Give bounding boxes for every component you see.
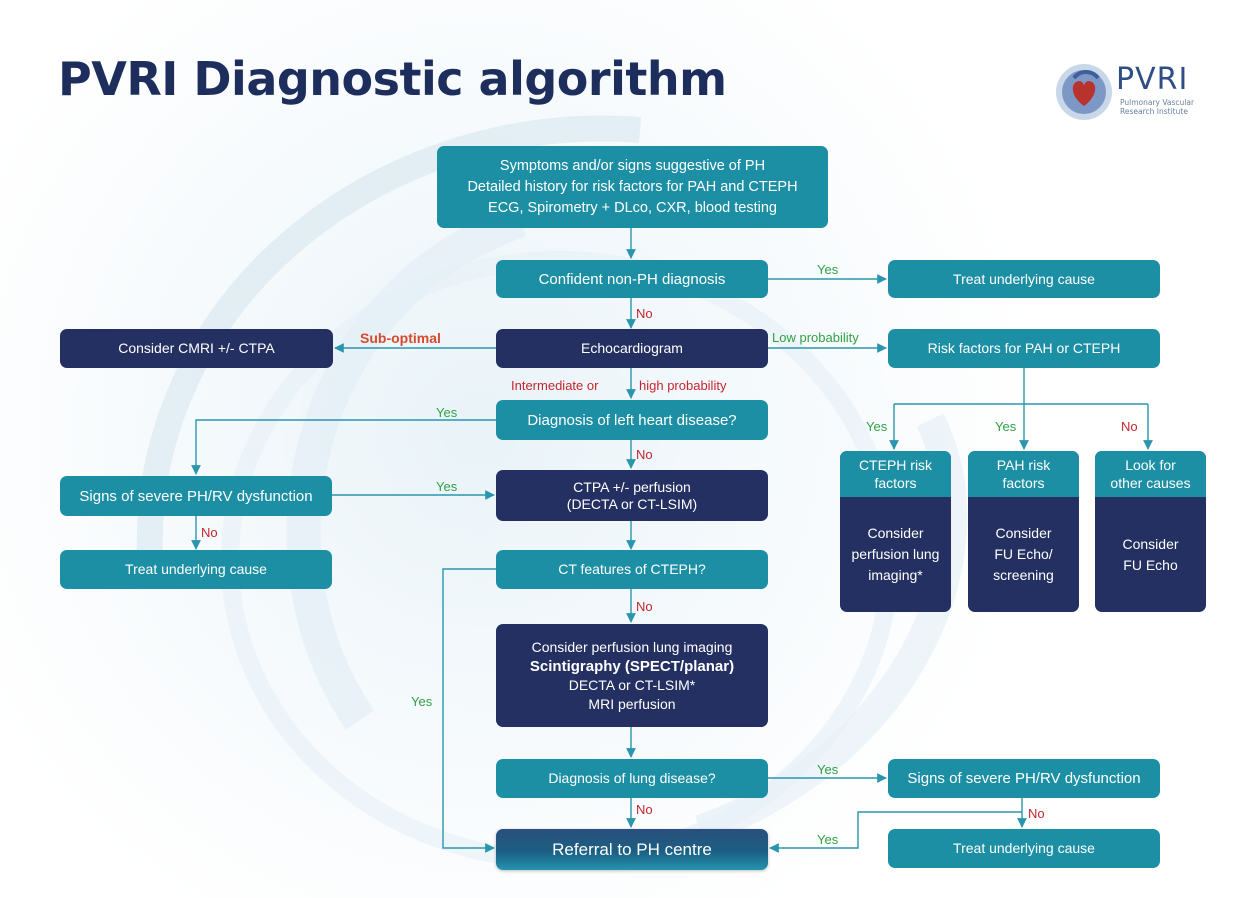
other-head-line-2: other causes [1110,475,1191,491]
box-left-heart-text: Diagnosis of left heart disease? [527,411,737,429]
box-pah-risk-factors: PAH risk factors Consider FU Echo/ scree… [968,451,1079,612]
box-symptoms-line-2: Detailed history for risk factors for PA… [467,178,798,195]
box-perfusion-line-3: DECTA or CT-LSIM* [568,676,696,693]
box-lung-disease: Diagnosis of lung disease? [496,759,768,798]
label-no-other: No [1121,419,1138,434]
label-sub-optimal: Sub-optimal [360,330,441,346]
label-intermediate-or: Intermediate or [511,378,599,393]
other-body-line-2: FU Echo [1123,556,1178,573]
box-echocardiogram-text: Echocardiogram [581,340,683,356]
cteph-body-line-1: Consider [867,525,924,541]
pah-head-line-2: factors [1002,475,1045,491]
logo-name: PVRI [1116,62,1189,97]
pah-body-line-3: screening [993,567,1054,583]
pah-risk-body: Consider FU Echo/ screening [968,497,1079,612]
other-body-line-1: Consider [1122,535,1179,552]
box-signs-left: Signs of severe PH/RV dysfunction [60,476,332,516]
label-yes-signs-left: Yes [436,479,458,494]
box-symptoms-line-3: ECG, Spirometry + DLco, CXR, blood testi… [488,199,777,216]
label-yes-ct-features: Yes [411,694,433,709]
box-symptoms-line-1: Symptoms and/or signs suggestive of PH [499,157,766,174]
box-treat-left: Treat underlying cause [60,550,332,589]
label-yes-lung: Yes [817,762,839,777]
pvri-logo: PVRI Pulmonary Vascular Research Institu… [1052,60,1212,124]
other-causes-body: Consider FU Echo [1095,497,1206,612]
cteph-head-line-2: factors [874,475,917,491]
box-perfusion-line-2: Scintigraphy (SPECT/planar) [529,657,735,675]
label-high-probability: high probability [639,378,727,393]
box-confident-non-ph-text: Confident non-PH diagnosis [538,270,726,288]
cteph-head-line-1: CTEPH risk [858,457,933,473]
box-signs-right: Signs of severe PH/RV dysfunction [888,759,1160,798]
pah-body-line-2: FU Echo/ [994,546,1053,562]
other-causes-head: Look for other causes [1095,451,1206,497]
label-yes-signs-right: Yes [817,832,839,847]
box-cteph-risk-factors: CTEPH risk factors Consider perfusion lu… [840,451,951,612]
other-head-line-1: Look for [1125,457,1176,473]
logo-subtitle: Pulmonary Vascular Research Institute [1120,98,1195,116]
cteph-body-line-2: perfusion lung [851,546,940,562]
cteph-risk-body: Consider perfusion lung imaging* [840,497,951,612]
label-yes-cteph: Yes [866,419,888,434]
box-echocardiogram: Echocardiogram [496,329,768,368]
pah-body-line-1: Consider [995,525,1052,541]
arrow-signs-to-referral [769,811,1022,853]
box-risk-factors-text: Risk factors for PAH or CTEPH [927,340,1121,356]
box-perfusion-line-1: Consider perfusion lung imaging [531,638,733,655]
box-signs-left-text: Signs of severe PH/RV dysfunction [79,487,313,505]
box-ct-features-text: CT features of CTEPH? [558,561,706,577]
label-no-signs-left: No [201,525,218,540]
box-risk-factors: Risk factors for PAH or CTEPH [888,329,1160,368]
label-low-probability: Low probability [772,330,859,345]
label-no-left-heart: No [636,447,653,462]
pvri-heart-icon [1056,64,1112,120]
pah-head-line-1: PAH risk [996,457,1051,473]
box-left-heart: Diagnosis of left heart disease? [496,400,768,440]
cteph-body-line-3: imaging* [868,567,923,583]
cteph-risk-head: CTEPH risk factors [840,451,951,497]
box-perfusion-line-4: MRI perfusion [588,695,676,712]
box-consider-cmri: Consider CMRI +/- CTPA [60,329,333,368]
box-signs-right-text: Signs of severe PH/RV dysfunction [907,770,1141,787]
arrow-ct-features-to-referral [442,568,496,853]
box-referral-text: Referral to PH centre [552,840,712,859]
box-treat-left-text: Treat underlying cause [125,561,267,577]
box-treat-top-text: Treat underlying cause [953,270,1095,287]
arrow-left-heart-to-signs [191,419,496,475]
box-ctpa-line-2: (DECTA or CT-LSIM) [566,495,698,512]
label-no-confident: No [636,306,653,321]
box-ct-features: CT features of CTEPH? [496,550,768,589]
box-lung-disease-text: Diagnosis of lung disease? [548,770,716,786]
label-yes-pah: Yes [995,419,1017,434]
box-symptoms: Symptoms and/or signs suggestive of PH D… [437,146,828,228]
box-perfusion-imaging: Consider perfusion lung imaging Scintigr… [496,624,768,727]
box-treat-bottom: Treat underlying cause [888,829,1160,868]
box-referral: Referral to PH centre [496,829,768,870]
label-yes-confident: Yes [817,262,839,277]
box-other-causes: Look for other causes Consider FU Echo [1095,451,1206,612]
box-ctpa: CTPA +/- perfusion (DECTA or CT-LSIM) [496,470,768,521]
label-no-lung: No [636,802,653,817]
box-consider-cmri-text: Consider CMRI +/- CTPA [118,340,275,356]
label-yes-left-heart: Yes [436,405,458,420]
box-treat-top: Treat underlying cause [888,260,1160,298]
box-ctpa-line-1: CTPA +/- perfusion [573,478,691,495]
box-treat-bottom-text: Treat underlying cause [953,840,1095,856]
label-no-signs-right: No [1028,806,1045,821]
label-no-ct-features: No [636,599,653,614]
pah-risk-head: PAH risk factors [968,451,1079,497]
box-confident-non-ph: Confident non-PH diagnosis [496,260,768,298]
page-title: PVRI Diagnostic algorithm [58,52,727,106]
